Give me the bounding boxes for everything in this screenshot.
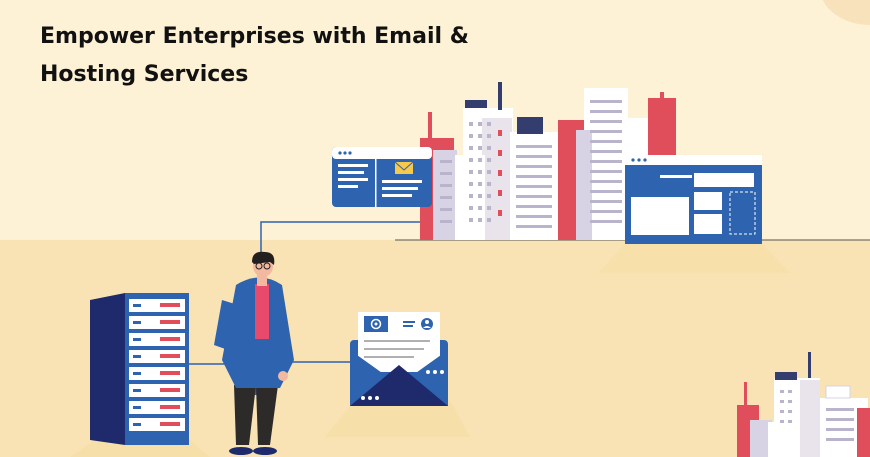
- envelope-icon: [325, 312, 470, 437]
- browser-window-icon: [598, 155, 790, 273]
- server-rack-icon: [70, 293, 210, 457]
- person-illustration: [214, 251, 294, 455]
- user-avatar-icon: [421, 318, 433, 330]
- hero-title-line-1: Empower Enterprises with Email &: [40, 24, 469, 49]
- email-window-icon: [332, 147, 432, 207]
- at-sign-icon: [364, 316, 388, 332]
- city-skyline-icon: [420, 82, 676, 240]
- small-skyline-icon: [737, 352, 870, 457]
- hero-title-line-2: Hosting Services: [40, 62, 249, 87]
- hero-title: Empower Enterprises with Email & Hosting…: [40, 18, 500, 94]
